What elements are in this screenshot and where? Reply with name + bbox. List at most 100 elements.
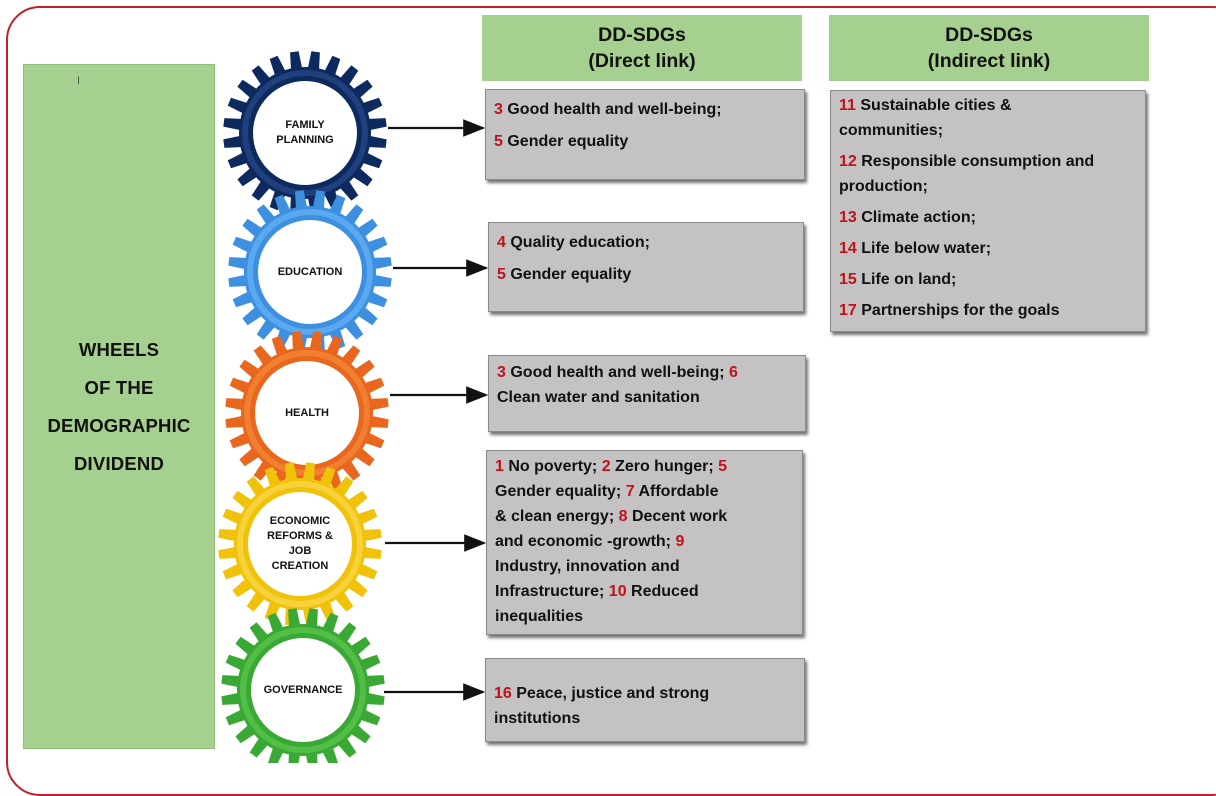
sdg-number: 14 xyxy=(839,240,857,257)
gear-label-education: EDUCATION xyxy=(250,265,370,280)
sdg-line: institutions xyxy=(494,706,796,731)
gear-label-line: ECONOMIC xyxy=(269,515,331,527)
gear-label-line: FAMILY xyxy=(285,119,325,131)
sdg-line: 11 Sustainable cities & xyxy=(839,93,1137,118)
gear-ring-education xyxy=(247,209,373,335)
sdg-line: communities; xyxy=(839,118,1137,143)
sdg-line: 4 Quality education; xyxy=(497,227,795,259)
sdg-text: inequalities xyxy=(495,608,584,625)
gear-hub-education xyxy=(258,220,362,324)
sdg-line: and economic -growth; 9 xyxy=(495,529,794,554)
sdg-text: Infrastructure; xyxy=(495,583,609,600)
gear-label-line: REFORMS & xyxy=(267,530,333,542)
sdg-number: 5 xyxy=(718,458,728,475)
sdg-number: 13 xyxy=(839,209,857,226)
left-panel-tick: I xyxy=(77,75,81,87)
sdg-number: 16 xyxy=(494,685,512,702)
sdg-line: & clean energy; 8 Decent work xyxy=(495,504,794,529)
sdg-number: 11 xyxy=(839,97,856,114)
sdg-number: 5 xyxy=(494,133,503,150)
left-panel: I WHEELS OF THE DEMOGRAPHIC DIVIDEND xyxy=(23,64,215,749)
gear-ring-economic-reforms xyxy=(237,481,363,607)
sdg-line: 15 Life on land; xyxy=(839,267,1137,292)
sdg-line: 16 Peace, justice and strong xyxy=(494,681,796,706)
indirect-sdg-item: 17 Partnerships for the goals xyxy=(839,298,1137,323)
sdg-number: 1 xyxy=(495,458,504,475)
sdg-text: Gender equality; xyxy=(495,483,626,500)
sdg-number: 8 xyxy=(618,508,628,525)
sdg-text: Responsible consumption and xyxy=(856,153,1095,170)
header-indirect-line1: DD-SDGs xyxy=(945,24,1033,46)
header-indirect-link: DD-SDGs (Indirect link) xyxy=(829,15,1149,81)
left-title-line: DEMOGRAPHIC xyxy=(47,415,191,436)
header-direct-link: DD-SDGs (Direct link) xyxy=(482,15,802,81)
sdg-line: 14 Life below water; xyxy=(839,236,1137,261)
sdg-text: Good health and well-being; xyxy=(502,101,722,118)
sdg-number: 3 xyxy=(497,364,506,381)
indirect-sdg-item: 11 Sustainable cities & communities; xyxy=(839,93,1137,143)
gear-label-line: HEALTH xyxy=(285,406,329,419)
sdg-line: 12 Responsible consumption and xyxy=(839,149,1137,174)
direct-link-box-family-planning: 3 Good health and well-being;5 Gender eq… xyxy=(485,89,805,180)
sdg-line: 3 Good health and well-being; 6 xyxy=(497,360,797,385)
sdg-number: 3 xyxy=(494,101,503,118)
sdg-number: 7 xyxy=(625,483,635,500)
sdg-line: production; xyxy=(839,174,1137,199)
sdg-line: Gender equality; 7 Affordable xyxy=(495,479,794,504)
sdg-line: 3 Good health and well-being; xyxy=(494,94,796,126)
direct-link-box-education: 4 Quality education;5 Gender equality xyxy=(488,222,804,312)
sdg-text: institutions xyxy=(494,710,581,727)
gear-ring-family-planning xyxy=(242,70,368,196)
sdg-text: Life on land; xyxy=(856,271,957,288)
gear-hub-governance xyxy=(251,638,355,742)
sdg-text: Zero hunger; xyxy=(610,458,719,475)
gear-hub-health xyxy=(255,361,359,465)
sdg-text: production; xyxy=(839,178,928,195)
sdg-line: 1 No poverty; 2 Zero hunger; 5 xyxy=(495,454,794,479)
sdg-line: 17 Partnerships for the goals xyxy=(839,298,1137,323)
sdg-number: 9 xyxy=(675,533,685,550)
gear-label-line: EDUCATION xyxy=(277,265,343,278)
sdg-text: Peace, justice and strong xyxy=(511,685,710,702)
sdg-text: Decent work xyxy=(627,508,728,525)
gear-label-line: CREATION xyxy=(271,560,329,572)
sdg-text: & clean energy; xyxy=(495,508,619,525)
sdg-line: 5 Gender equality xyxy=(497,259,795,291)
gear-label-family-planning: FAMILY PLANNING xyxy=(245,118,365,148)
sdg-number: 15 xyxy=(839,271,857,288)
header-direct-line2: (Direct link) xyxy=(588,50,696,72)
sdg-number: 12 xyxy=(839,153,857,170)
sdg-line: 5 Gender equality xyxy=(494,126,796,158)
sdg-text: Climate action; xyxy=(856,209,976,226)
indirect-sdg-item: 14 Life below water; xyxy=(839,236,1137,261)
gear-label-line: PLANNING xyxy=(276,134,334,146)
gear-ring-governance xyxy=(240,627,366,753)
indirect-link-box: 11 Sustainable cities & communities; 12 Re… xyxy=(830,90,1146,332)
sdg-text: Good health and well-being; xyxy=(505,364,730,381)
gear-hub-family-planning xyxy=(253,81,357,185)
left-title-line: OF THE xyxy=(84,377,154,398)
sdg-line: 13 Climate action; xyxy=(839,205,1137,230)
sdg-text: Quality education; xyxy=(505,234,650,251)
gear-label-line: GOVERNANCE xyxy=(263,683,343,696)
sdg-text: Gender equality xyxy=(505,266,632,283)
sdg-number: 17 xyxy=(839,302,857,319)
sdg-line: Industry, innovation and xyxy=(495,554,794,579)
sdg-line: Clean water and sanitation xyxy=(497,385,797,410)
sdg-text: Partnerships for the goals xyxy=(856,302,1060,319)
header-indirect-line2: (Indirect link) xyxy=(927,50,1051,72)
gear-hub-economic-reforms xyxy=(248,492,352,596)
sdg-number: 10 xyxy=(608,583,627,600)
left-title-line: WHEELS xyxy=(78,339,160,360)
sdg-text: No poverty; xyxy=(503,458,602,475)
left-panel-title: WHEELS OF THE DEMOGRAPHIC DIVIDEND xyxy=(24,331,214,483)
wheels-and-arrows xyxy=(218,51,489,763)
sdg-number: 2 xyxy=(601,458,611,475)
gear-label-health: HEALTH xyxy=(247,406,367,421)
sdg-number: 5 xyxy=(497,266,506,283)
sdg-text: communities; xyxy=(839,122,944,139)
indirect-sdg-item: 13 Climate action; xyxy=(839,205,1137,230)
